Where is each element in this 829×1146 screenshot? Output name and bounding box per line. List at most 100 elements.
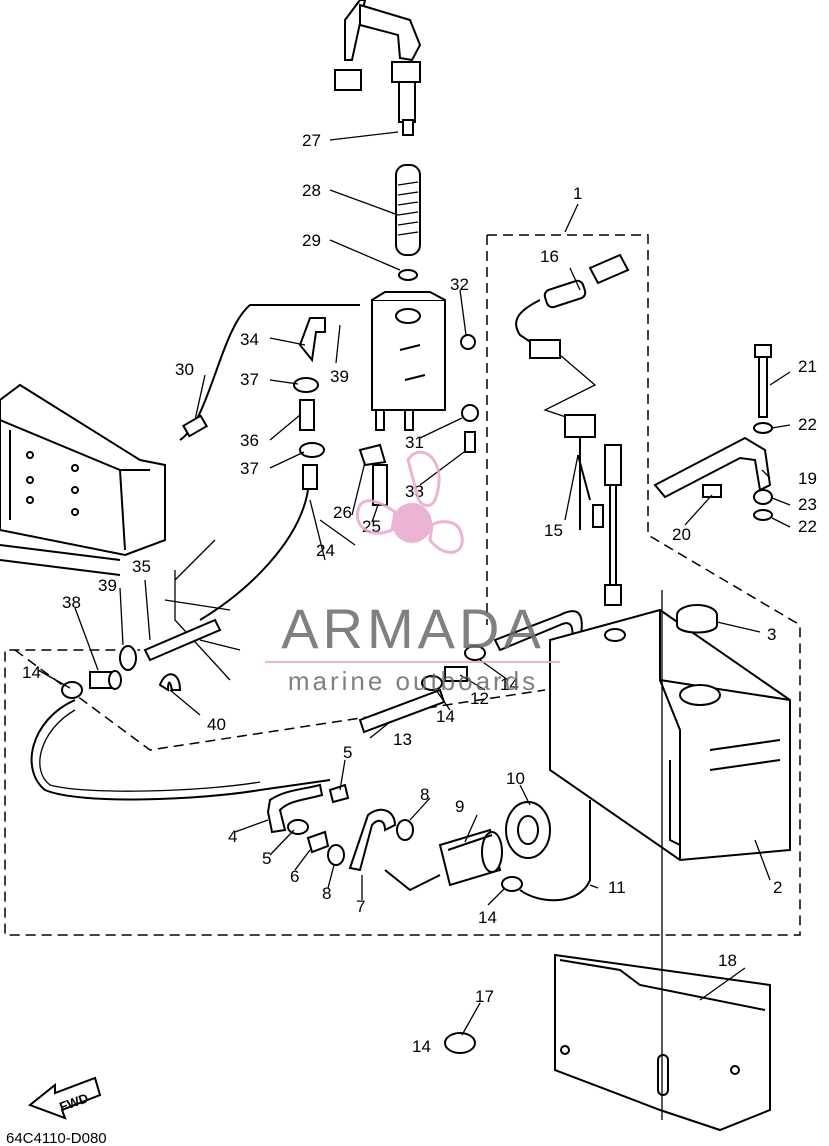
clip-14-pump (501, 876, 523, 892)
callout-39-upper: 39 (330, 367, 349, 386)
bolt-21 (754, 344, 772, 418)
callout-14-c: 14 (436, 707, 455, 726)
callout-30: 30 (175, 360, 194, 379)
callout-2: 2 (773, 878, 782, 897)
collar-23 (753, 489, 773, 505)
gauge-wire (543, 354, 597, 421)
forward-arrow (27, 1076, 102, 1120)
callout-13: 13 (393, 730, 412, 749)
clip-14-left (61, 681, 83, 699)
propeller-logo-icon (355, 450, 464, 554)
clip-37-upper (293, 377, 319, 393)
assembly-1-boundary (4, 234, 801, 936)
filter-cap-10 (505, 801, 551, 859)
callout-17: 17 (475, 987, 494, 1006)
fitting-32 (460, 334, 476, 350)
callout-39-lower: 39 (98, 576, 117, 595)
hose-30-sleeve (181, 414, 209, 438)
pad-20 (702, 484, 722, 498)
clip-5-lower (287, 819, 309, 835)
callout-28: 28 (302, 181, 321, 200)
fuel-tank-2 (549, 608, 791, 862)
callout-14-a: 14 (22, 663, 41, 682)
washer-22-upper (753, 422, 773, 434)
callout-36: 36 (240, 431, 259, 450)
engine-cowling (0, 383, 166, 576)
callouts: 1 2 3 4 5 5 6 7 8 8 9 10 11 12 13 14 14 … (22, 131, 817, 1056)
callout-26: 26 (333, 503, 352, 522)
callout-5-lower: 5 (262, 849, 271, 868)
callout-14-d: 14 (478, 908, 497, 927)
clamp-17 (444, 1032, 476, 1054)
clip-37-lower (299, 442, 325, 458)
hose-7 (348, 808, 397, 872)
clip-8-lower (327, 844, 345, 866)
clip-26 (358, 443, 387, 467)
joint-36 (299, 399, 315, 431)
hose-to-pump (199, 489, 309, 621)
callout-16: 16 (540, 247, 559, 266)
hose-11 (519, 800, 591, 902)
callout-14-e: 14 (412, 1037, 431, 1056)
fuel-pump-9 (438, 828, 503, 887)
callout-22-lower: 22 (798, 517, 817, 536)
callout-21: 21 (798, 357, 817, 376)
filter-element-ribs (397, 181, 419, 236)
callout-37-lower: 37 (240, 459, 259, 478)
callout-27: 27 (302, 131, 321, 150)
bolt-33 (464, 431, 476, 453)
pump-wire (384, 869, 441, 892)
hose-34 (298, 317, 326, 363)
callout-38: 38 (62, 593, 81, 612)
callout-31: 31 (405, 433, 424, 452)
diagram-code: 64C4110-D080 (6, 1130, 107, 1146)
clip-8-upper (396, 819, 414, 841)
callout-23: 23 (798, 495, 817, 514)
callout-29: 29 (302, 231, 321, 250)
clip-5-upper (328, 783, 350, 804)
hose-14-loop-inner (39, 709, 261, 792)
inner-dash-boundary (14, 649, 546, 751)
callout-8-lower: 8 (322, 884, 331, 903)
callout-40: 40 (207, 715, 226, 734)
lower-cowling-lines (164, 539, 241, 681)
callout-11: 11 (608, 878, 626, 897)
callout-19: 19 (798, 469, 817, 488)
callout-32: 32 (450, 275, 469, 294)
callout-20: 20 (672, 525, 691, 544)
callout-3: 3 (767, 625, 776, 644)
callout-8-upper: 8 (420, 785, 429, 804)
fuel-level-sender-assembly (334, 0, 422, 136)
hose-14-loop (30, 699, 331, 801)
joint-6 (306, 830, 330, 854)
watermark-brand: ARMADA (281, 597, 545, 660)
o-ring (398, 269, 418, 281)
washer-22-lower (753, 509, 773, 521)
clip-39-lower (119, 645, 137, 671)
callout-18: 18 (718, 951, 737, 970)
callout-15: 15 (544, 521, 563, 540)
armada-logo: ARMADA marine outboards (265, 450, 560, 696)
callout-12: 12 (470, 689, 489, 708)
callout-6: 6 (290, 867, 299, 886)
gauge-harness-16 (515, 253, 630, 359)
hose-4 (266, 783, 324, 834)
clip-14-mid (421, 675, 443, 691)
hose-13 (358, 688, 446, 734)
callout-9: 9 (455, 797, 464, 816)
callout-1: 1 (573, 184, 582, 203)
gauge-sender-15 (564, 414, 626, 642)
vapor-separator-tank (371, 291, 446, 431)
callout-7: 7 (356, 897, 365, 916)
callout-37-upper: 37 (240, 370, 259, 389)
callout-34: 34 (240, 330, 259, 349)
leader-3 (716, 621, 761, 633)
fitting-38 (89, 670, 122, 690)
callout-4: 4 (228, 827, 237, 846)
callout-22-upper: 22 (798, 415, 817, 434)
callout-5-upper: 5 (343, 743, 352, 762)
callout-35: 35 (132, 557, 151, 576)
callout-14-b: 14 (500, 675, 519, 694)
hose-37-pipe (302, 464, 318, 490)
